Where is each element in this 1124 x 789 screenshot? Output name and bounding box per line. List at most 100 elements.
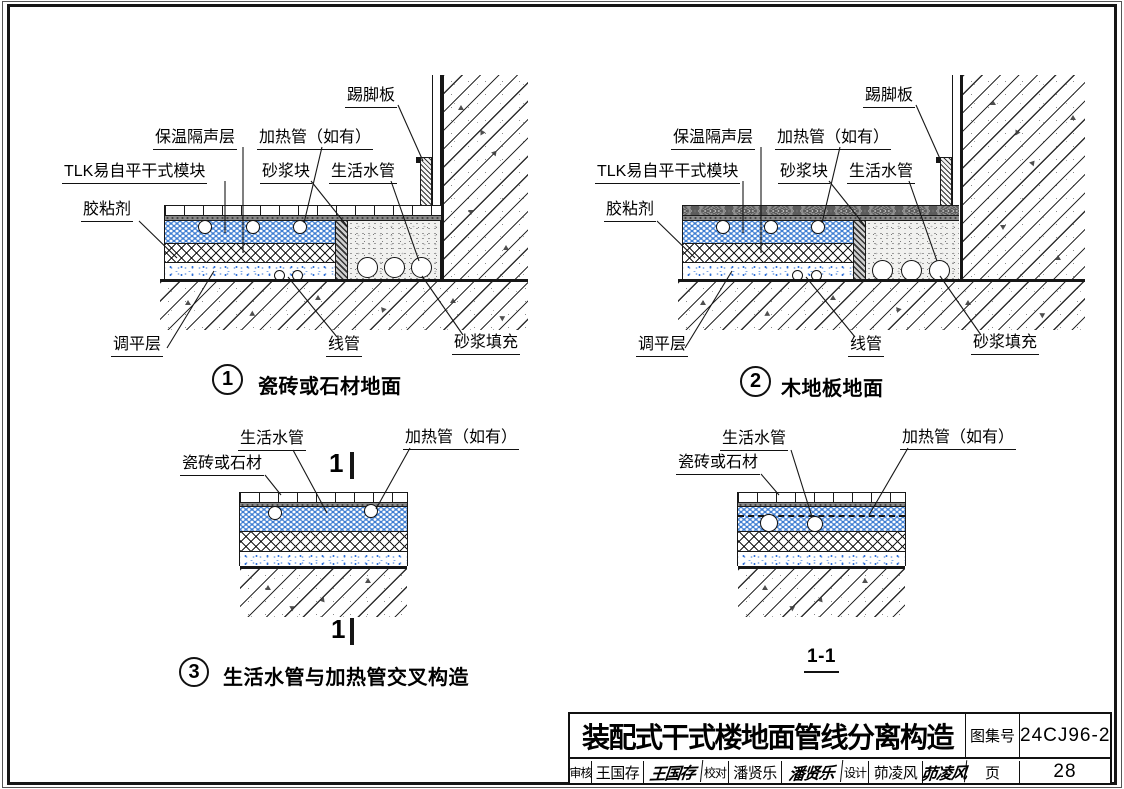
detail4-heating-pipe-dashed (738, 515, 905, 517)
detail1-wall-face-line (440, 75, 444, 282)
detail3-tlk-module-layer (240, 507, 407, 532)
label-tile-or-stone: 瓷砖或石材 (676, 454, 761, 476)
detail4-slab-concrete (738, 569, 905, 617)
triangle-marker (700, 300, 706, 305)
label-heating-pipe: 加热管（如有） (257, 129, 374, 151)
reviewer-label: 审核 (570, 761, 593, 783)
label-water-pipe: 生活水管 (720, 430, 789, 452)
title-block-bottom-row: 审核 王国存 王国存 校对 潘贤乐 潘贤乐 设计 茆凌风 茆凌风 页 28 (570, 759, 1110, 785)
detail4-water-pipe (760, 514, 778, 532)
detail2-wall-concrete (963, 75, 1085, 282)
label-conduit: 线管 (848, 336, 885, 358)
detail1-layers-left-edge (164, 205, 166, 279)
detail3-layers-left-edge (239, 492, 241, 566)
detail4-insulation-layer (738, 532, 905, 552)
triangle-marker (503, 245, 509, 250)
detail2-water-pipe (872, 260, 893, 281)
checker-label: 校对 (702, 761, 729, 783)
detail1-leveling-layer (165, 263, 335, 279)
detail2-skirting-notch (936, 157, 940, 163)
triangle-marker (965, 300, 971, 305)
detail3-section-bar-bottom (350, 618, 354, 645)
designer-label: 设计 (842, 761, 869, 783)
label-mortar-block: 砂浆块 (260, 163, 313, 185)
detail1-water-pipe (357, 257, 378, 278)
label-skirting: 踢脚板 (345, 87, 398, 109)
triangle-marker (365, 578, 371, 583)
detail1-number: 1 (221, 368, 234, 390)
triangle-marker (1070, 115, 1076, 120)
triangle-marker (1015, 129, 1021, 136)
detail1-tile-finish-layer (165, 205, 441, 216)
label-water-pipe: 生活水管 (329, 163, 398, 185)
detail1-number-bubble: 1 (212, 364, 243, 395)
detail1-slab-concrete (160, 282, 528, 330)
triangle-marker (468, 210, 474, 215)
detail3-layers-right-edge (406, 492, 408, 566)
detail2-slab-top-line (678, 279, 1085, 282)
triangle-marker (990, 100, 996, 105)
detail1-heating-pipe (293, 220, 307, 234)
detail3-number: 3 (188, 660, 200, 683)
detail3-tile-finish-layer (240, 492, 407, 503)
label-conduit: 线管 (326, 336, 363, 358)
detail1-water-pipe (384, 257, 405, 278)
reviewer-signature: 王国存 (642, 759, 704, 785)
triangle-marker (265, 585, 271, 590)
detail2-skirting-board (940, 157, 952, 206)
detail2-heating-pipe (764, 220, 778, 234)
detail2-leveling-layer (683, 263, 853, 279)
detail2-water-pipe (901, 260, 922, 281)
checker-name: 潘贤乐 (729, 761, 782, 783)
detail2-heating-pipe (811, 220, 825, 234)
detail2-heating-pipe (716, 220, 730, 234)
label-heating-pipe: 加热管（如有） (775, 129, 892, 151)
detail2-wood-finish-layer (683, 205, 959, 216)
detail1-skirting-notch (416, 157, 420, 163)
detail2-slab-concrete (678, 282, 1085, 330)
page-label: 页 (966, 761, 1020, 783)
detail2-number-bubble: 2 (740, 366, 771, 397)
detail2-insulation-layer (683, 244, 853, 263)
label-tlk-module: TLK易自平干式模块 (595, 163, 741, 185)
label-leveling-layer: 调平层 (111, 336, 164, 358)
label-heating-pipe: 加热管（如有） (900, 429, 1017, 451)
atlas-number-label: 图集号 (966, 714, 1020, 757)
designer-name: 茆凌风 (869, 761, 923, 783)
detail3-section-bar-top (350, 452, 354, 479)
detail2-water-pipe (929, 260, 950, 281)
label-heating-pipe: 加热管（如有） (403, 429, 520, 451)
triangle-marker (830, 295, 836, 300)
detail4-adhesive-layer (738, 503, 905, 507)
detail1-water-pipe (411, 257, 432, 278)
detail1-heating-pipe (198, 220, 212, 234)
reviewer-name: 王国存 (592, 761, 644, 783)
label-adhesive: 胶粘剂 (81, 201, 134, 223)
detail3-slab-top-line (240, 566, 407, 569)
detail3-heating-pipe (364, 504, 378, 518)
detail4-water-pipe (807, 516, 823, 532)
designer-signature: 茆凌风 (920, 760, 968, 784)
triangle-marker (458, 105, 464, 110)
detail1-heating-pipe (246, 220, 260, 234)
detail3-leveling-layer (240, 552, 407, 566)
detail1-mortar-block (335, 221, 348, 279)
triangle-marker (862, 578, 868, 583)
detail2-caption: 木地板地面 (781, 378, 884, 400)
label-insulation: 保温隔声层 (153, 129, 238, 151)
detail2-number: 2 (749, 370, 762, 392)
label-tlk-module: TLK易自平干式模块 (62, 163, 208, 185)
label-mortar-fill: 砂浆填充 (452, 334, 521, 356)
title-block-top-row: 装配式干式楼地面管线分离构造 图集号 24CJ96-2 (570, 714, 1110, 759)
detail2-wall-face-line (959, 75, 963, 282)
checker-signature: 潘贤乐 (780, 759, 844, 785)
triangle-marker (315, 295, 321, 300)
detail3-water-pipe (268, 506, 282, 520)
detail3-section-mark-bottom: 1 (331, 614, 346, 644)
detail3-section-mark-top: 1 (329, 448, 344, 478)
detail1-wall-finish-line (432, 75, 434, 206)
triangle-marker (450, 298, 456, 303)
detail3-caption: 生活水管与加热管交叉构造 (223, 667, 469, 689)
